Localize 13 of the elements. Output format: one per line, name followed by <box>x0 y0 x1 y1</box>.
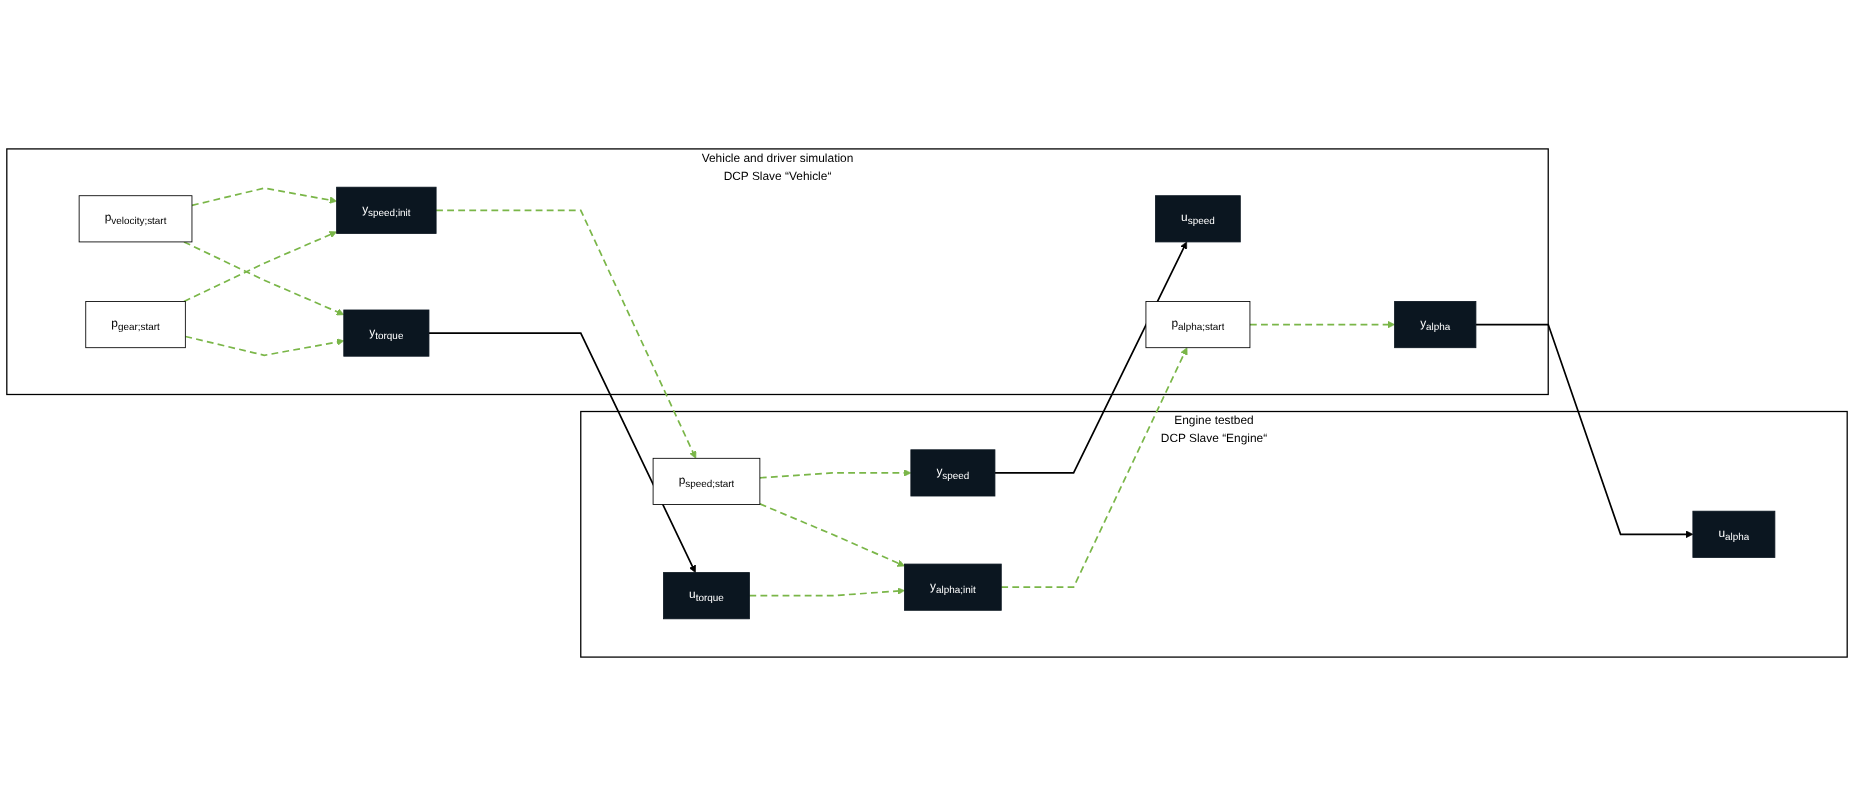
arrow <box>759 503 905 567</box>
arrow <box>1475 323 1694 539</box>
arrow <box>183 231 337 303</box>
arrow <box>1249 320 1395 329</box>
arrow <box>435 209 697 459</box>
arrow <box>184 335 345 357</box>
arrow <box>748 587 905 597</box>
arrow <box>191 187 337 207</box>
arrow <box>994 241 1188 474</box>
arrow <box>759 469 912 479</box>
arrow <box>183 241 345 316</box>
arrow <box>428 332 696 573</box>
arrow <box>1000 347 1188 589</box>
